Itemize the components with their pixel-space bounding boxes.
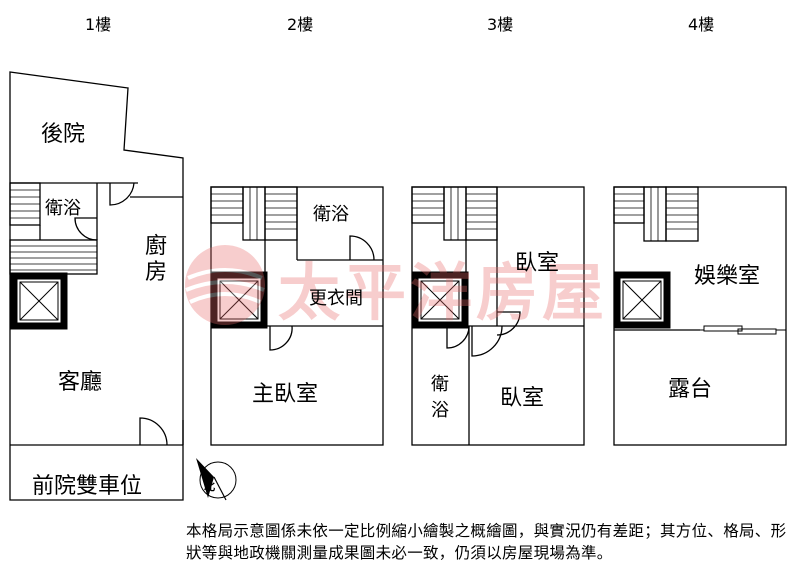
- door-swing: [471, 325, 503, 357]
- floor-1-label: 1樓: [85, 15, 112, 34]
- door-swing: [496, 311, 521, 336]
- room-entertainment-room: 娛樂室: [694, 264, 761, 289]
- room-kitchen: 廚房: [144, 234, 167, 285]
- sliding-door: [700, 325, 786, 335]
- room-master-bedroom: 主臥室: [252, 382, 319, 407]
- room-bathroom: 衛浴: [313, 204, 349, 225]
- room-bathroom: 衛浴: [45, 198, 81, 219]
- floor-4-plan: [613, 186, 787, 446]
- compass-north-label: 北: [204, 480, 215, 493]
- elevator-shaft: [210, 271, 268, 329]
- room-bedroom: 臥室: [500, 386, 545, 411]
- door-swing: [139, 417, 168, 446]
- elevator-shaft: [613, 271, 671, 329]
- door-swing: [446, 325, 470, 349]
- elevator-shaft: [411, 271, 469, 329]
- room-bedroom: 臥室: [515, 251, 560, 276]
- room-walk-in-closet: 更衣間: [309, 288, 363, 309]
- door-swing: [74, 217, 98, 241]
- room-living-room: 客廳: [58, 370, 103, 395]
- room-terrace: 露台: [668, 377, 713, 402]
- floor-1-outline: [9, 71, 184, 501]
- room-front-yard-parking: 前院雙車位: [32, 474, 143, 499]
- compass-icon: [196, 458, 237, 501]
- floor-3-label: 3樓: [487, 15, 514, 34]
- staircase: [9, 239, 98, 275]
- room-bathroom: 衛浴: [431, 374, 449, 421]
- elevator-shaft: [10, 272, 68, 330]
- floor-4-label: 4樓: [688, 15, 715, 34]
- room-backyard: 後院: [41, 122, 86, 147]
- floor-2-label: 2樓: [287, 15, 314, 34]
- door-swing: [349, 235, 375, 261]
- door-swing: [269, 325, 293, 351]
- door-swing: [109, 182, 135, 206]
- disclaimer-text: 本格局示意圖係未依一定比例縮小繪製之概繪圖，與實況仍有差距；其方位、格局、形狀等…: [186, 522, 787, 562]
